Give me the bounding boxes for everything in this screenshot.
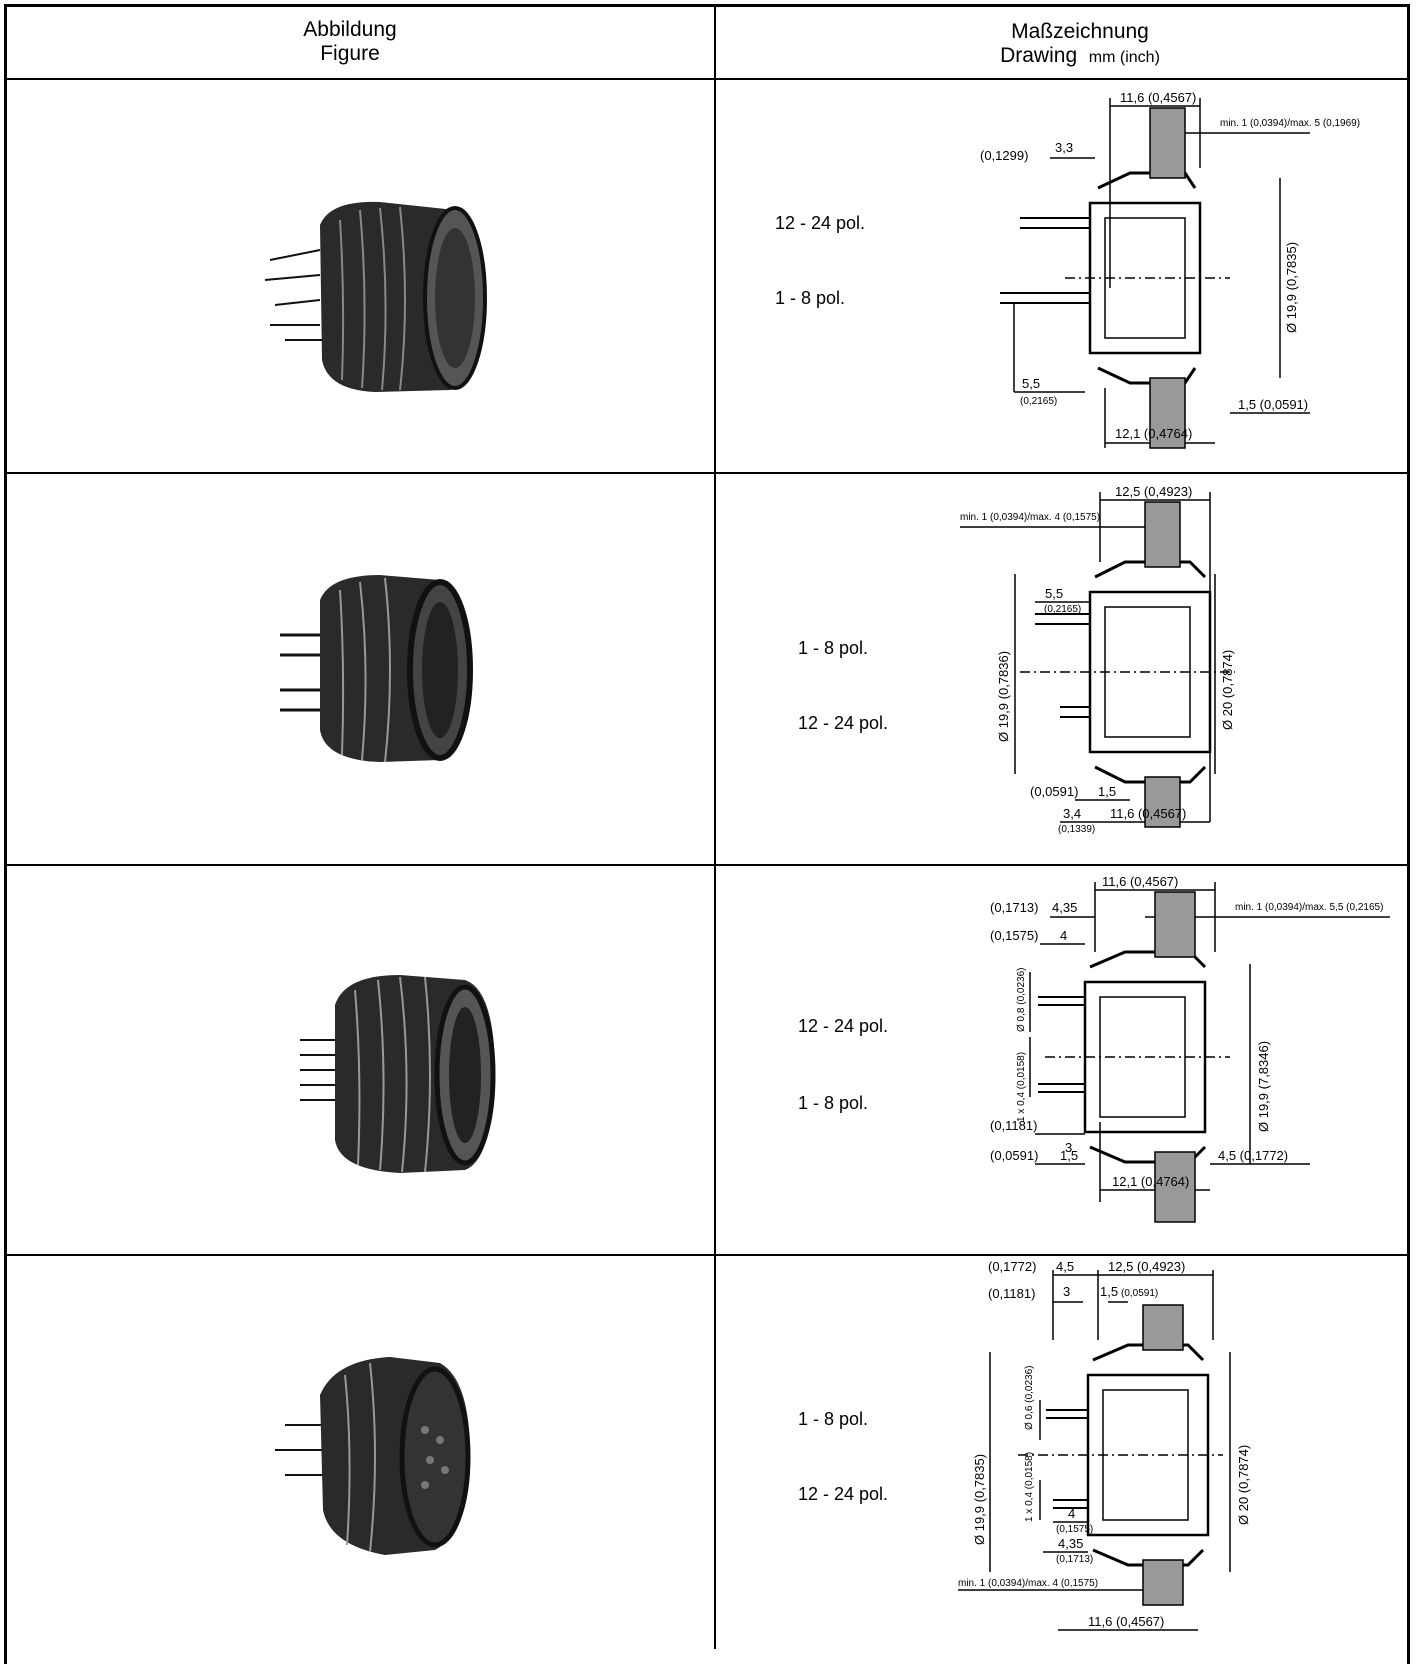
dim-4-bottom: 11,6 (0,4567)	[1088, 1614, 1164, 1629]
dim-4-pin-dia: Ø 0,6 (0,0236)	[1024, 1366, 1035, 1430]
dim-2-dia-right: Ø 20 (0,7874)	[1220, 650, 1235, 730]
dim-4-d2: 3	[1063, 1284, 1070, 1299]
dim-3-dia: Ø 19,9 (7,8346)	[1256, 1041, 1271, 1132]
dimension-drawing-2: 12,5 (0,4923) min. 1 (0,0394)/max. 4 (0,…	[960, 484, 1235, 835]
pol-label-3b: 1 - 8 pol.	[798, 1093, 869, 1113]
connector-photo-3	[300, 975, 496, 1173]
figure-header-en: Figure	[320, 42, 380, 65]
header-divider	[4, 78, 1410, 80]
dim-4-panel: min. 1 (0,0394)/max. 4 (0,1575)	[958, 1578, 1098, 1589]
drawing-header: Maßzeichnung Drawing mm (inch)	[880, 20, 1280, 70]
row-divider-1	[4, 472, 1410, 474]
dim-2-bottom: 11,6 (0,4567)	[1110, 806, 1186, 821]
dim-2-pin-a: 5,5	[1045, 586, 1063, 601]
dim-3-d3: 3	[1065, 1140, 1072, 1155]
dim-4-d4-inch: (0,1575)	[1056, 1524, 1093, 1535]
dim-4-d3-inch: (0,0591)	[1121, 1288, 1158, 1299]
dim-1-top: 11,6 (0,4567)	[1120, 90, 1196, 105]
dim-4-pin-size: 1 x 0,4 (0,0158)	[1024, 1452, 1035, 1522]
dim-1-bottom: 12,1 (0,4764)	[1115, 426, 1192, 441]
dim-3-pin-dia: Ø 0,8 (0,0236)	[1016, 968, 1027, 1032]
dimension-drawing-4: (0,1772) 4,5 12,5 (0,4923) (0,1181) 3 1,…	[958, 1259, 1251, 1631]
dim-3-d2-inch: (0,1575)	[990, 928, 1038, 943]
dim-3-flange: 4,5 (0,1772)	[1218, 1148, 1288, 1163]
table-frame	[4, 4, 1410, 1664]
dim-1-pin-a: 3,3	[1055, 140, 1073, 155]
dim-1-pin-a-inch: (0,1299)	[980, 148, 1028, 163]
column-divider	[714, 4, 716, 1649]
connector-photo-1	[264, 201, 487, 392]
figure-header: Abbildung Figure	[200, 18, 500, 66]
dim-4-d1: 4,5	[1056, 1259, 1074, 1274]
connector-photo-4	[275, 1357, 471, 1555]
dim-4-top: 12,5 (0,4923)	[1108, 1259, 1185, 1274]
figure-header-de: Abbildung	[303, 18, 397, 41]
dim-3-d3-inch: (0,1181)	[990, 1118, 1037, 1133]
dim-4-d1-inch: (0,1772)	[988, 1259, 1036, 1274]
pol-label-4a: 1 - 8 pol.	[798, 1409, 869, 1429]
row-divider-2	[4, 864, 1410, 866]
dim-1-panel: min. 1 (0,0394)/max. 5 (0,1969)	[1220, 118, 1360, 129]
dim-2-top: 12,5 (0,4923)	[1115, 484, 1192, 499]
drawing-header-de: Maßzeichnung	[1011, 20, 1149, 43]
dim-3-pin-size: 1 x 0,4 (0,0158)	[1016, 1052, 1027, 1122]
dim-3-top: 11,6 (0,4567)	[1102, 874, 1178, 889]
dim-2-flange: 1,5	[1098, 784, 1116, 799]
dim-2-dia-left: Ø 19,9 (0,7836)	[996, 651, 1011, 742]
pol-label-4b: 12 - 24 pol.	[798, 1484, 889, 1504]
dim-4-d2-inch: (0,1181)	[988, 1286, 1035, 1301]
dim-4-d4: 4	[1068, 1506, 1075, 1521]
dimension-drawing-3: 11,6 (0,4567) min. 1 (0,0394)/max. 5,5 (…	[990, 874, 1390, 1223]
dim-2-panel: min. 1 (0,0394)/max. 4 (0,1575)	[960, 512, 1100, 523]
dim-3-panel: min. 1 (0,0394)/max. 5,5 (0,2165)	[1235, 902, 1383, 913]
pol-label-2b: 12 - 24 pol.	[798, 713, 889, 733]
dim-2-pin-b: 3,4	[1063, 806, 1081, 821]
pol-label-3a: 12 - 24 pol.	[798, 1016, 889, 1036]
dim-1-dia: Ø 19,9 (0,7835)	[1284, 242, 1299, 333]
dim-3-d4-inch: (0,0591)	[990, 1148, 1038, 1163]
dim-3-d1: 4,35	[1052, 900, 1077, 915]
dim-4-dia-right: Ø 20 (0,7874)	[1236, 1445, 1251, 1525]
drawing-header-en: Drawing	[1000, 44, 1078, 67]
dim-4-dia-left: Ø 19,9 (0,7835)	[972, 1454, 987, 1545]
dim-4-d5-inch: (0,1713)	[1056, 1554, 1093, 1565]
pol-label-1a: 12 - 24 pol.	[775, 213, 866, 233]
pol-label-2a: 1 - 8 pol.	[798, 638, 869, 658]
dim-3-bottom: 12,1 (0,4764)	[1112, 1174, 1189, 1189]
dim-4-d5: 4,35	[1058, 1536, 1083, 1551]
dim-1-pin-b-inch: (0,2165)	[1020, 396, 1057, 407]
dim-3-d2: 4	[1060, 928, 1067, 943]
dim-4-d3: 1,5	[1100, 1284, 1118, 1299]
row-divider-3	[4, 1254, 1410, 1256]
dim-3-d4: 1,5	[1060, 1148, 1078, 1163]
connector-photo-2	[280, 575, 473, 763]
dim-1-pin-b: 5,5	[1022, 376, 1040, 391]
dim-2-pin-a-inch: (0,2165)	[1044, 604, 1081, 615]
dimension-drawing-1: 11,6 (0,4567) min. 1 (0,0394)/max. 5 (0,…	[980, 90, 1360, 449]
dim-2-pin-b-inch: (0,1339)	[1058, 824, 1095, 835]
pol-label-1b: 1 - 8 pol.	[775, 288, 846, 308]
dim-1-flange: 1,5 (0,0591)	[1238, 397, 1308, 412]
dim-2-flange-inch: (0,0591)	[1030, 784, 1078, 799]
dim-3-d1-inch: (0,1713)	[990, 900, 1038, 915]
drawing-header-unit: mm (inch)	[1088, 49, 1160, 66]
